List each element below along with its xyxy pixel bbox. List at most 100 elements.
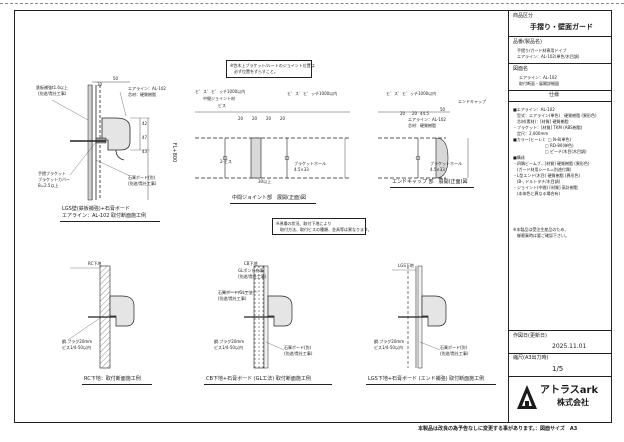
d4-caption-underline: [82, 384, 152, 385]
drawing-name-label: 図面名: [513, 66, 529, 72]
d6-caption-underline: [366, 384, 496, 385]
d1-label: 石膏ボード(別): [128, 175, 156, 180]
footer-note: 本製品は改良の為予告なしに変更する事があります。：図面サイズ A3: [418, 426, 578, 432]
d5-label: 鋼.プラグ20mm: [214, 339, 245, 344]
d5-caption-underline: [204, 384, 332, 385]
d2-dim: 20: [238, 116, 244, 121]
d4-label: RC下地: [88, 261, 102, 266]
d2-dim: 20: [280, 116, 286, 121]
d6-caption: LGS下地+石膏ボード (エンド補強) 取付断面施工例: [368, 376, 485, 382]
d1-label: 芯材：硬質樹脂: [128, 92, 156, 97]
d1-label: ブラケットカバー: [38, 177, 70, 182]
spec-line: ・四隅ビームブ…[材質] 硬質樹脂 (異形色): [513, 161, 590, 166]
category-label: 商品区分: [513, 13, 534, 19]
d3-label: エンドキャップ: [458, 99, 486, 104]
d5-label: GLボンド充填: [238, 268, 264, 273]
product-value-2: エアライン：AL-102(単色/木目調): [517, 54, 580, 59]
d4-label: ビス1/4-50以内: [62, 345, 91, 350]
top-note-box: ※笠木上ブラケット/ルートのジョイント位置は 必ず位置をずらすこと。: [226, 60, 315, 78]
d6-label: 鋼.プラグ20mm: [374, 339, 405, 344]
spec-line: ■構成: [513, 155, 525, 160]
d5-label: 石膏ボード/GL工法: [218, 290, 253, 295]
spec-line: (ガード材用シール=別途付属): [513, 167, 572, 172]
front-drawing-end-cap: [378, 111, 469, 179]
top-border-dash: [0, 3, 624, 4]
d3-label: ブラケットホール: [430, 161, 462, 166]
spec-line: ■エアライン：AL-102: [513, 107, 555, 112]
section-drawing-rc: [67, 265, 135, 369]
d3-dim: 20: [400, 111, 406, 116]
d1-label: B=2.5以上: [38, 183, 59, 188]
d3-label: 4.5×33: [430, 167, 445, 172]
d1-dim: 30: [97, 82, 103, 87]
d3-dim: 50: [440, 107, 446, 112]
top-note-line: 必ず位置をずらすこと。: [230, 69, 278, 74]
spec-line: □ ピーチ/木目(木目調): [513, 149, 587, 154]
d1-label: (別途/貴社工事): [38, 91, 67, 96]
d1-label: 手摺ブラケット: [38, 171, 66, 176]
section-drawing-lgs-top: [51, 81, 150, 201]
product-value-1: 手摺り/ガード材専用ドイブ: [517, 48, 567, 53]
section-drawing-cb: [222, 265, 293, 369]
product-label: 品番(製品名): [513, 39, 542, 45]
spec-line: (B-, ドルトタチ/木目調): [513, 179, 561, 184]
mid-note-line: 取付方法、取付ビスの種類、金具等は異なります。: [276, 227, 372, 232]
d3-dim: 20: [412, 111, 418, 116]
d1-caption-2: エアライン：AL-102 取付断面施工例: [62, 213, 147, 219]
d2-label: ビス: [218, 103, 226, 108]
remark-line: ※本製品は受注生産品のため、: [513, 227, 569, 232]
title-block: [508, 10, 612, 423]
d3-label: エアライン：AL-102: [408, 117, 446, 122]
d2-label-right: ヒ゛ス゛ヒ゛ッチ1000以内: [287, 91, 338, 96]
d5-label: (別途/貴社工事): [284, 351, 313, 356]
d2-label: 4.5×33: [294, 167, 309, 172]
d5-label: (別途/貴社工事): [238, 274, 267, 279]
d1-caption-1: LGS壁(鉄板補強)+石膏ボード: [62, 206, 130, 212]
d4-caption: RC下地：取付断面施工例: [84, 376, 141, 382]
spec-line: 定尺：2,000mm: [513, 131, 549, 136]
d2-label: ブラケットホール: [294, 161, 326, 166]
d2-caption: 中間ジョイント部 展開(正面)図: [232, 195, 306, 201]
d3-dim: 44.5: [420, 111, 429, 116]
d2-label: 中間ジョイント材: [203, 96, 235, 101]
tb-divider: [508, 353, 612, 354]
d6-label: (別途/貴社工事): [440, 351, 469, 356]
section-drawing-lgs-bottom: [392, 265, 447, 369]
date-value: 2025.11.01: [552, 343, 587, 350]
spec-label: 仕様: [549, 92, 560, 98]
d5-label: CB下地: [244, 261, 258, 266]
date-label: 作図日(更新日): [513, 333, 547, 339]
tb-divider: [508, 90, 612, 91]
d2-dim: 20: [252, 116, 258, 121]
category-value: 手摺り・壁面ガード: [530, 23, 593, 31]
d1-caption-underline: [60, 221, 160, 222]
d5-caption: CB下地+石膏ボード (GL工法) 取付断面施工例: [206, 376, 311, 382]
spec-line: ・L型エンド(木目) 硬質樹脂 (異形色): [513, 173, 581, 178]
d3-label: 芯材：硬質樹脂: [408, 123, 436, 128]
d6-label: LGS下地: [398, 263, 414, 268]
d6-label: ビス1/4-50以内: [374, 345, 403, 350]
d1-dim: FL+800: [171, 142, 178, 163]
company-logo-icon: [517, 385, 537, 409]
company-brand: アトラスark: [540, 385, 599, 396]
tb-divider: [508, 36, 612, 37]
d2-label: 30以上: [258, 179, 272, 184]
scale-value: 1/5: [552, 365, 564, 373]
d1-dim: 42: [142, 121, 148, 126]
d2-label: ヒ゛ス゛ヒ゛ッチ1000以内: [195, 89, 246, 94]
d1-dim: 47: [142, 135, 148, 140]
spec-line: 芯材(素材)：[材質] 硬質樹脂: [513, 119, 569, 124]
front-drawing-middle-joint: [195, 111, 350, 179]
d2-label: 2-ビス: [220, 159, 232, 164]
d1-label: 鉄板補強t1.6以上: [36, 85, 68, 90]
d1-label: (別途/貴社工事): [128, 181, 157, 186]
tb-divider: [508, 101, 612, 102]
spec-line: ■カラー(ヒーレ)：□ N-8(単色): [513, 137, 572, 142]
d3-caption-underline: [390, 187, 474, 188]
drawing-name-1: エアライン：AL-102: [519, 75, 557, 80]
d5-label: ビス1/4-50以内: [214, 345, 243, 350]
drawing-name-2: 取付断面・展開詳細図: [519, 81, 559, 86]
d1-dim: 43: [142, 149, 148, 154]
spec-line: (本体色と異なる場合有): [513, 191, 561, 196]
scale-label: 縮尺(A3出力時): [513, 355, 549, 361]
